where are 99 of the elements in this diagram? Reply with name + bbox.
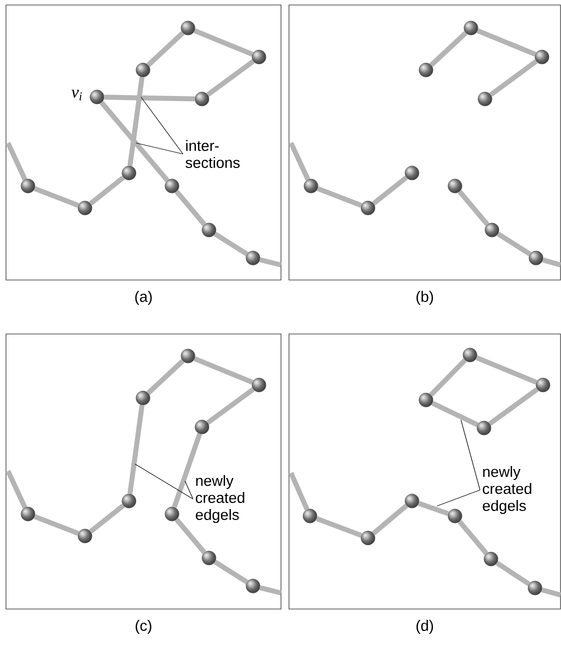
vertex-ball bbox=[304, 178, 318, 194]
edgel-line bbox=[316, 186, 362, 208]
vertex-ball bbox=[448, 508, 462, 524]
vertex-ball bbox=[180, 20, 196, 36]
vertex-ball bbox=[536, 378, 550, 392]
edgel-line bbox=[146, 31, 184, 67]
edgel-line bbox=[430, 31, 468, 67]
node-label: (d) bbox=[416, 620, 433, 634]
vertex-ball bbox=[484, 222, 500, 238]
edgel-line bbox=[34, 514, 80, 536]
vertex-ball bbox=[478, 92, 492, 106]
node-label: (c) bbox=[136, 620, 152, 634]
vertex-ball bbox=[194, 92, 210, 106]
vertex-ball bbox=[164, 506, 180, 522]
vertex-ball bbox=[464, 20, 478, 36]
vertex-ball bbox=[202, 550, 216, 566]
edgel-line bbox=[488, 387, 539, 426]
vertex-ball bbox=[122, 166, 136, 180]
edgel-line bbox=[418, 501, 450, 516]
vertex-ball bbox=[404, 166, 420, 180]
vertex-ball bbox=[302, 508, 318, 524]
edgel-line bbox=[214, 560, 248, 584]
edgel-line bbox=[316, 516, 362, 538]
vertex-ball bbox=[252, 378, 266, 392]
leader-line bbox=[184, 480, 194, 500]
edgel-line bbox=[372, 504, 408, 536]
vertex-ball bbox=[252, 50, 266, 64]
vertex-ball bbox=[448, 178, 462, 194]
edgel-line bbox=[127, 76, 145, 166]
edgel-line bbox=[214, 232, 248, 256]
edgel-line bbox=[174, 190, 206, 226]
edgel-line bbox=[458, 520, 488, 556]
leader-line bbox=[136, 142, 184, 154]
edgel-line bbox=[496, 232, 532, 256]
edgel-line bbox=[104, 94, 195, 102]
edgel-line bbox=[34, 186, 80, 208]
edgel-line bbox=[431, 400, 479, 428]
vertex-ball bbox=[528, 580, 542, 596]
node-label: (b) bbox=[416, 290, 433, 305]
edgel-line bbox=[458, 190, 490, 226]
leader-line bbox=[436, 490, 480, 506]
edgel-line bbox=[496, 560, 530, 586]
vertex-label: v$_{i}$ bbox=[72, 90, 82, 100]
vertex-ball bbox=[90, 90, 104, 104]
panel-frame: (b) bbox=[288, 4, 561, 305]
vertex-ball bbox=[20, 506, 36, 522]
vertex-ball bbox=[534, 50, 550, 64]
vertex-ball bbox=[246, 578, 260, 594]
vertex-ball bbox=[484, 552, 498, 566]
callout-text: newly created edgels bbox=[482, 466, 532, 514]
edgel-line bbox=[542, 258, 561, 268]
edgel-line bbox=[259, 585, 282, 596]
vertex-ball bbox=[202, 222, 216, 238]
edgel-line bbox=[372, 176, 408, 206]
vertex-ball bbox=[78, 528, 92, 544]
edgel-line bbox=[489, 59, 538, 97]
vertex-ball bbox=[360, 200, 376, 216]
vertex-ball bbox=[180, 348, 196, 364]
vertex-ball bbox=[476, 420, 492, 436]
node-label: (a) bbox=[135, 290, 152, 305]
callout-text: inter- sections bbox=[186, 140, 240, 168]
edgel-line bbox=[288, 142, 310, 181]
callout-text: newly created edgels bbox=[196, 475, 244, 523]
leader-line bbox=[134, 464, 194, 500]
edgel-line bbox=[172, 432, 202, 508]
vertex-ball bbox=[78, 200, 92, 216]
edgel-line bbox=[476, 28, 536, 57]
vertex-ball bbox=[418, 392, 434, 408]
vertex-ball bbox=[122, 494, 136, 508]
edgel-line bbox=[89, 176, 125, 206]
edgel-line bbox=[288, 472, 310, 510]
edgel-line bbox=[174, 518, 206, 554]
edgel-line bbox=[541, 587, 561, 598]
edgel-line bbox=[476, 355, 538, 385]
vertex-ball bbox=[418, 62, 434, 78]
edgel-line bbox=[194, 28, 254, 57]
leader-line bbox=[140, 96, 184, 154]
vertex-ball bbox=[462, 348, 478, 362]
edgel-line bbox=[429, 358, 467, 397]
edgel-line bbox=[89, 504, 125, 534]
edgel-line bbox=[127, 404, 145, 494]
edgel-line bbox=[206, 59, 255, 97]
edgel-line bbox=[194, 356, 254, 385]
edgel-line bbox=[6, 470, 28, 509]
vertex-ball bbox=[246, 250, 260, 266]
vertex-ball bbox=[20, 178, 36, 194]
vertex-ball bbox=[194, 420, 210, 434]
edgel-line bbox=[259, 257, 282, 268]
vertex-ball bbox=[136, 62, 150, 78]
edgel-line bbox=[6, 142, 28, 181]
edgel-line bbox=[100, 100, 170, 182]
vertex-ball bbox=[164, 178, 180, 194]
vertex-ball bbox=[404, 494, 420, 508]
vertex-ball bbox=[136, 390, 150, 406]
edgel-line bbox=[146, 359, 184, 395]
vertex-ball bbox=[528, 250, 544, 266]
vertex-ball bbox=[360, 530, 376, 546]
edgel-line bbox=[206, 387, 255, 425]
leader-line bbox=[460, 420, 480, 490]
